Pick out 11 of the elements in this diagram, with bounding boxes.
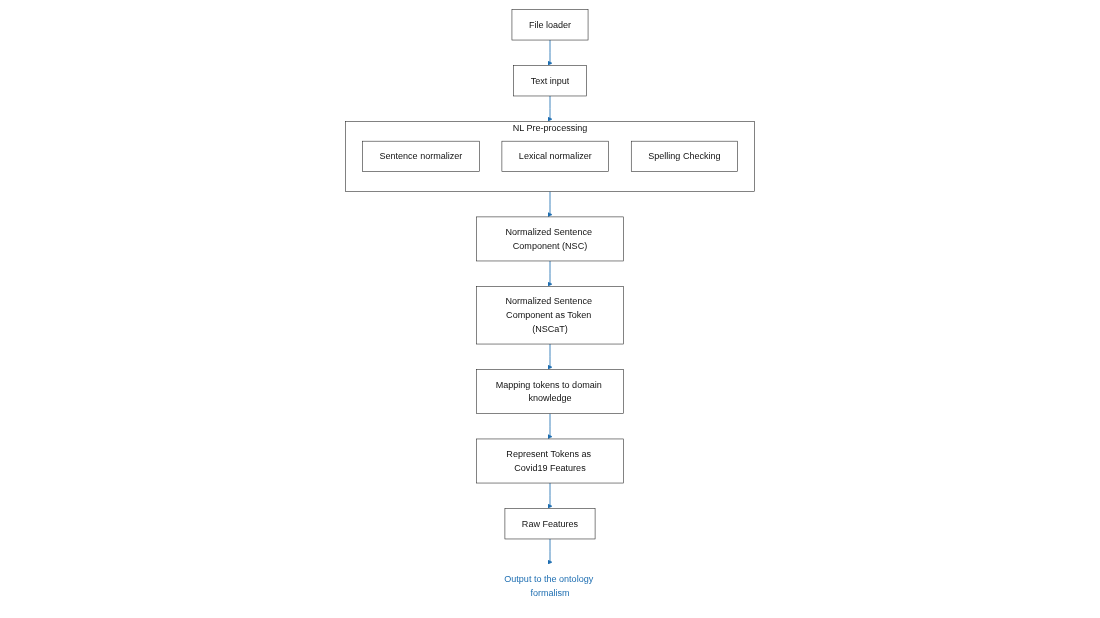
- node-box: Represent Tokens as Covid19 Features: [476, 438, 624, 484]
- node-box: Sentence normalizer: [362, 140, 480, 172]
- node-text: Output to the ontology formalism: [504, 574, 594, 598]
- node-box: Normalized Sentence Component as Token (NSCaT): [476, 286, 624, 345]
- node-box: Normalized Sentence Component (NSC): [476, 216, 624, 262]
- node-box: Text input: [513, 65, 587, 97]
- node-box: File loader: [511, 9, 589, 41]
- node-box: Spelling Checking: [630, 140, 738, 172]
- node-box: Lexical normalizer: [501, 140, 609, 172]
- node-box: Raw Features: [504, 508, 596, 540]
- node-box: Mapping tokens to domain knowledge: [476, 369, 624, 414]
